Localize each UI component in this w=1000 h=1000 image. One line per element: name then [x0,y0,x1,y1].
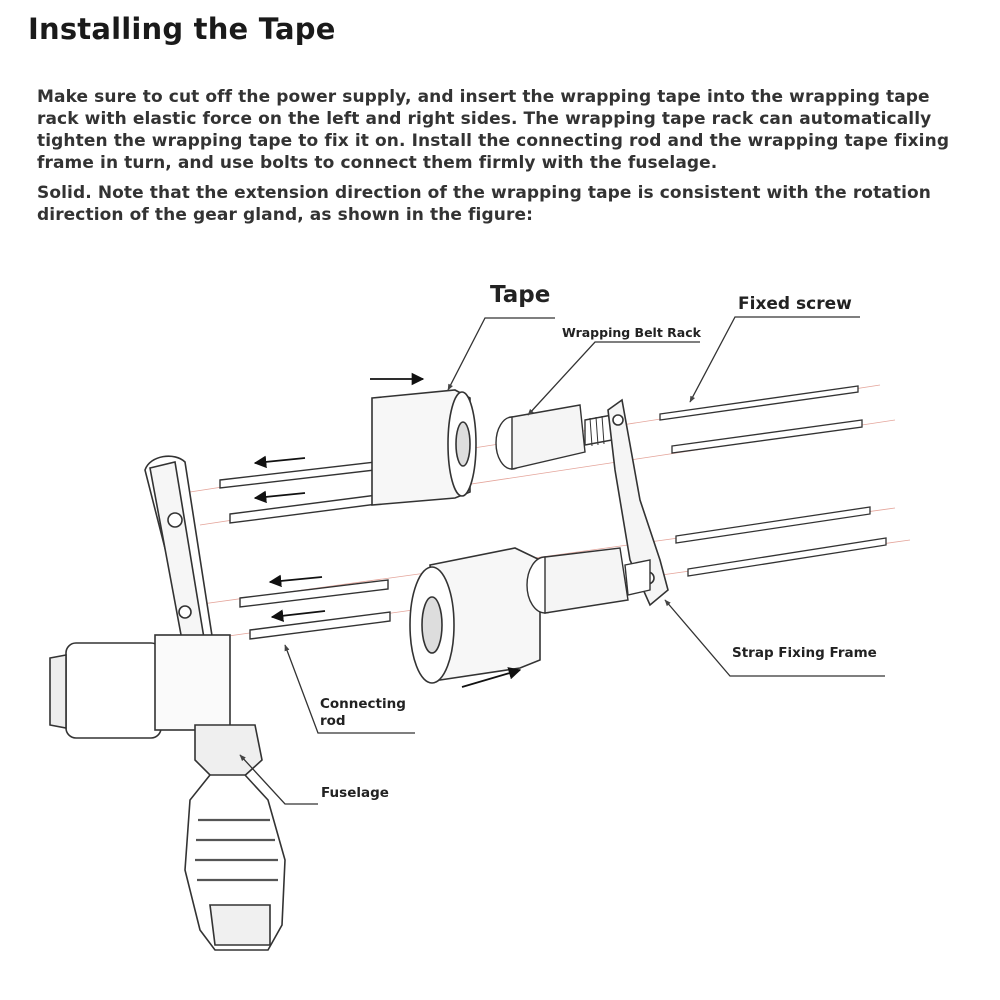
instruction-paragraph-2: Solid. Note that the extension direction… [37,183,932,225]
motion-arrows [253,372,522,688]
label-strap-fixing-frame: Strap Fixing Frame [732,645,877,661]
label-connecting-rod: Connecting rod [320,696,411,729]
fixed-screws [659,385,887,577]
page-title: Installing the Tape [28,12,336,46]
wrapping-belt-rack-upper [495,404,613,470]
connecting-rods [219,461,391,640]
wrapping-belt-rack-lower [526,547,651,614]
upper-tape-roll [371,389,477,506]
label-tape: Tape [490,282,550,308]
label-connecting-rod-text: Connecting [320,696,406,712]
leader-lines [239,316,885,805]
label-fixed-screw: Fixed screw [738,294,852,314]
label-fuselage: Fuselage [321,785,389,801]
fuselage-body [49,455,286,951]
lower-tape-roll [409,547,541,684]
instruction-paragraph-1: Make sure to cut off the power supply, a… [37,87,950,173]
label-wrapping-belt-rack: Wrapping Belt Rack [562,325,702,340]
installation-diagram: Tape Fixed screw Wrapping Belt Rack Stra… [49,282,911,951]
